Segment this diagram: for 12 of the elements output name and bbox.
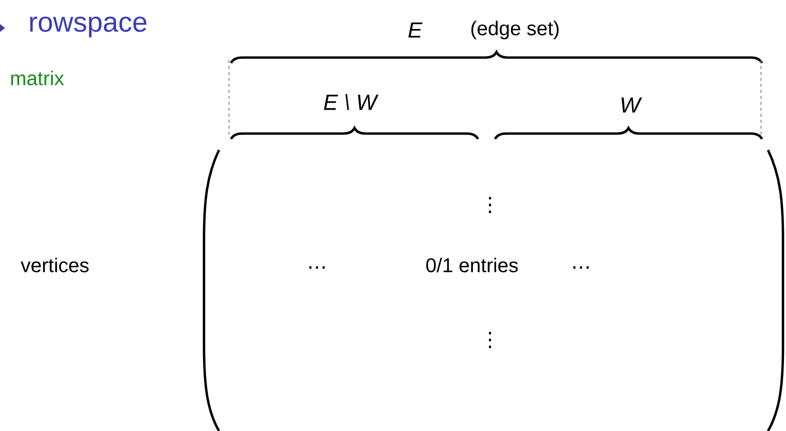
- annotation-text: (edge set): [471, 20, 559, 40]
- ellipsis-dots: ⋮: [488, 196, 492, 214]
- subheading-text: matrix: [11, 70, 64, 86]
- heading-text: rowspace: [30, 16, 146, 38]
- ellipsis-dots: ⋯: [309, 266, 325, 269]
- ellipsis-dots: ⋯: [573, 266, 589, 269]
- set-symbol: E \ W: [324, 94, 379, 110]
- entry-text: 0/1 entries: [426, 258, 518, 272]
- set-symbol: E: [408, 22, 423, 38]
- row-label: vertices: [20, 258, 89, 272]
- ellipsis-dots: ⋮: [488, 332, 492, 348]
- set-symbol: W: [622, 97, 642, 113]
